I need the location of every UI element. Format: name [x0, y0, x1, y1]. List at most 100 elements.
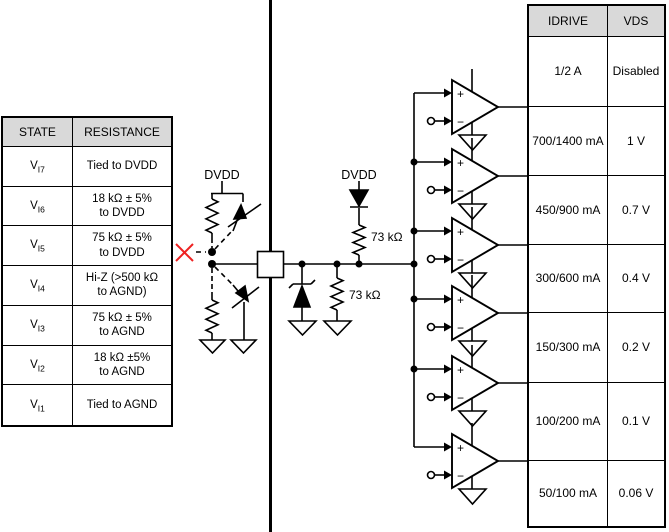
comparator-triangle-icon: [451, 78, 500, 136]
pin-box: [256, 250, 285, 279]
ground-icon: [198, 339, 227, 355]
plus-label: +: [457, 441, 464, 455]
inverting-input-bubble-icon: [426, 470, 436, 480]
node-dot: [333, 260, 341, 268]
comparator-triangle-icon: [451, 432, 500, 490]
vds-cell: 0.4 V: [608, 245, 664, 313]
minus-label: −: [457, 321, 464, 335]
external-pullup-resistor-icon: [204, 198, 220, 234]
arrowhead-icon: [444, 470, 452, 480]
ground-icon: [229, 339, 258, 355]
resistance-cell: 75 kΩ ± 5% to AGND: [73, 306, 171, 346]
state-cell: VI4: [3, 266, 73, 306]
idrive-cell: 1/2 A: [529, 37, 608, 107]
comparator-5: +−: [410, 345, 527, 428]
comparator-bank: +−+−+−+−+−+−: [410, 69, 527, 506]
resistance-cell: Tied to DVDD: [73, 147, 171, 187]
minus-label: −: [457, 184, 464, 198]
idrive-cell: 450/900 mA: [529, 176, 608, 245]
ground-icon: [322, 320, 353, 337]
idrive-vds-table: IDRIVE VDS 1/2 A Disabled 700/1400 mA 1 …: [527, 4, 666, 528]
vds-cell: 0.1 V: [608, 383, 664, 461]
node-dot: [410, 295, 418, 303]
zener-diode-icon: [287, 264, 318, 337]
state-cell: VI6: [3, 186, 73, 227]
internal-input-network: [283, 93, 418, 447]
arrowhead-icon: [444, 185, 452, 195]
plus-label: +: [457, 156, 464, 170]
node-dot: [410, 227, 418, 235]
idrive-cell: 300/600 mA: [529, 245, 608, 313]
resistance-cell: 18 kΩ ±5% to AGND: [73, 346, 171, 386]
arrowhead-icon: [444, 392, 452, 402]
state-cell: VI1: [3, 385, 73, 425]
node-dot: [410, 260, 418, 268]
idrive-header: IDRIVE: [529, 6, 608, 37]
vds-header: VDS: [608, 6, 664, 37]
vds-cell: 0.06 V: [618, 486, 654, 500]
minus-label: −: [457, 253, 464, 267]
inverting-input-bubble-icon: [426, 116, 436, 126]
pullup-resistor-label: 73 kΩ: [371, 230, 403, 244]
arrowhead-icon: [444, 294, 452, 304]
idrive-cell: 150/300 mA: [529, 313, 608, 383]
external-pulldown-resistor-icon: [204, 299, 220, 334]
node-dot: [410, 158, 418, 166]
pulldown-resistor-label: 73 kΩ: [349, 288, 381, 302]
resistance-header: RESISTANCE: [73, 118, 171, 147]
plus-label: +: [457, 363, 464, 377]
resistance-cell: 18 kΩ ± 5% to DVDD: [73, 187, 171, 227]
comparator-triangle-icon: [451, 354, 500, 412]
internal-pullup-branch: [348, 181, 370, 264]
upper-switch-icon: [214, 203, 262, 250]
vds-cell: 0.2 V: [608, 313, 664, 383]
state-cell: VI7: [3, 147, 73, 187]
external-input-network: [175, 181, 262, 355]
comparator-6: +−: [414, 423, 527, 506]
comparator-1: +−: [414, 69, 527, 152]
inverting-input-bubble-icon: [426, 392, 436, 402]
arrowhead-icon: [444, 157, 452, 167]
node-dot: [208, 248, 216, 256]
vds-cell: 1 V: [608, 107, 664, 176]
state-cell: VI2: [3, 345, 73, 386]
node-dot: [410, 365, 418, 373]
inverting-input-bubble-icon: [426, 254, 436, 264]
inverting-input-bubble-icon: [426, 185, 436, 195]
ground-icon: [287, 320, 318, 337]
resistance-cell: 75 kΩ ± 5% to DVDD: [73, 226, 171, 267]
error-x-icon: [175, 243, 194, 262]
plus-label: +: [457, 87, 464, 101]
comparator-triangle-icon: [451, 284, 500, 342]
minus-label: −: [457, 391, 464, 405]
arrowhead-icon: [444, 88, 452, 98]
arrowhead-icon: [444, 254, 452, 264]
arrowhead-icon: [444, 226, 452, 236]
dvdd-label-internal: DVDD: [341, 168, 376, 182]
node-dot: [298, 260, 306, 268]
lower-switch-icon: [214, 266, 260, 340]
dvdd-label-external: DVDD: [204, 168, 239, 182]
ground-icon: [457, 410, 488, 428]
resistance-cell: Tied to AGND: [86, 398, 158, 411]
plus-label: +: [457, 293, 464, 307]
resistance-cell: Hi-Z (>500 kΩ to AGND): [73, 266, 171, 306]
internal-pulldown-resistor: [322, 264, 353, 337]
vds-cell: Disabled: [608, 37, 664, 107]
inverting-input-bubble-icon: [426, 322, 436, 332]
state-cell: VI3: [3, 305, 73, 346]
idrive-cell: 100/200 mA: [529, 383, 608, 461]
plus-label: +: [457, 225, 464, 239]
comparator-triangle-icon: [451, 147, 500, 205]
vds-cell: 0.7 V: [608, 176, 664, 245]
comparator-3: +−: [410, 207, 527, 290]
arrowhead-icon: [444, 442, 452, 452]
node-dot: [355, 260, 363, 268]
arrowhead-icon: [444, 322, 452, 332]
comparator-triangle-icon: [451, 216, 500, 274]
idrive-cell: 700/1400 mA: [529, 107, 608, 176]
minus-label: −: [457, 469, 464, 483]
state-header: STATE: [3, 118, 73, 147]
